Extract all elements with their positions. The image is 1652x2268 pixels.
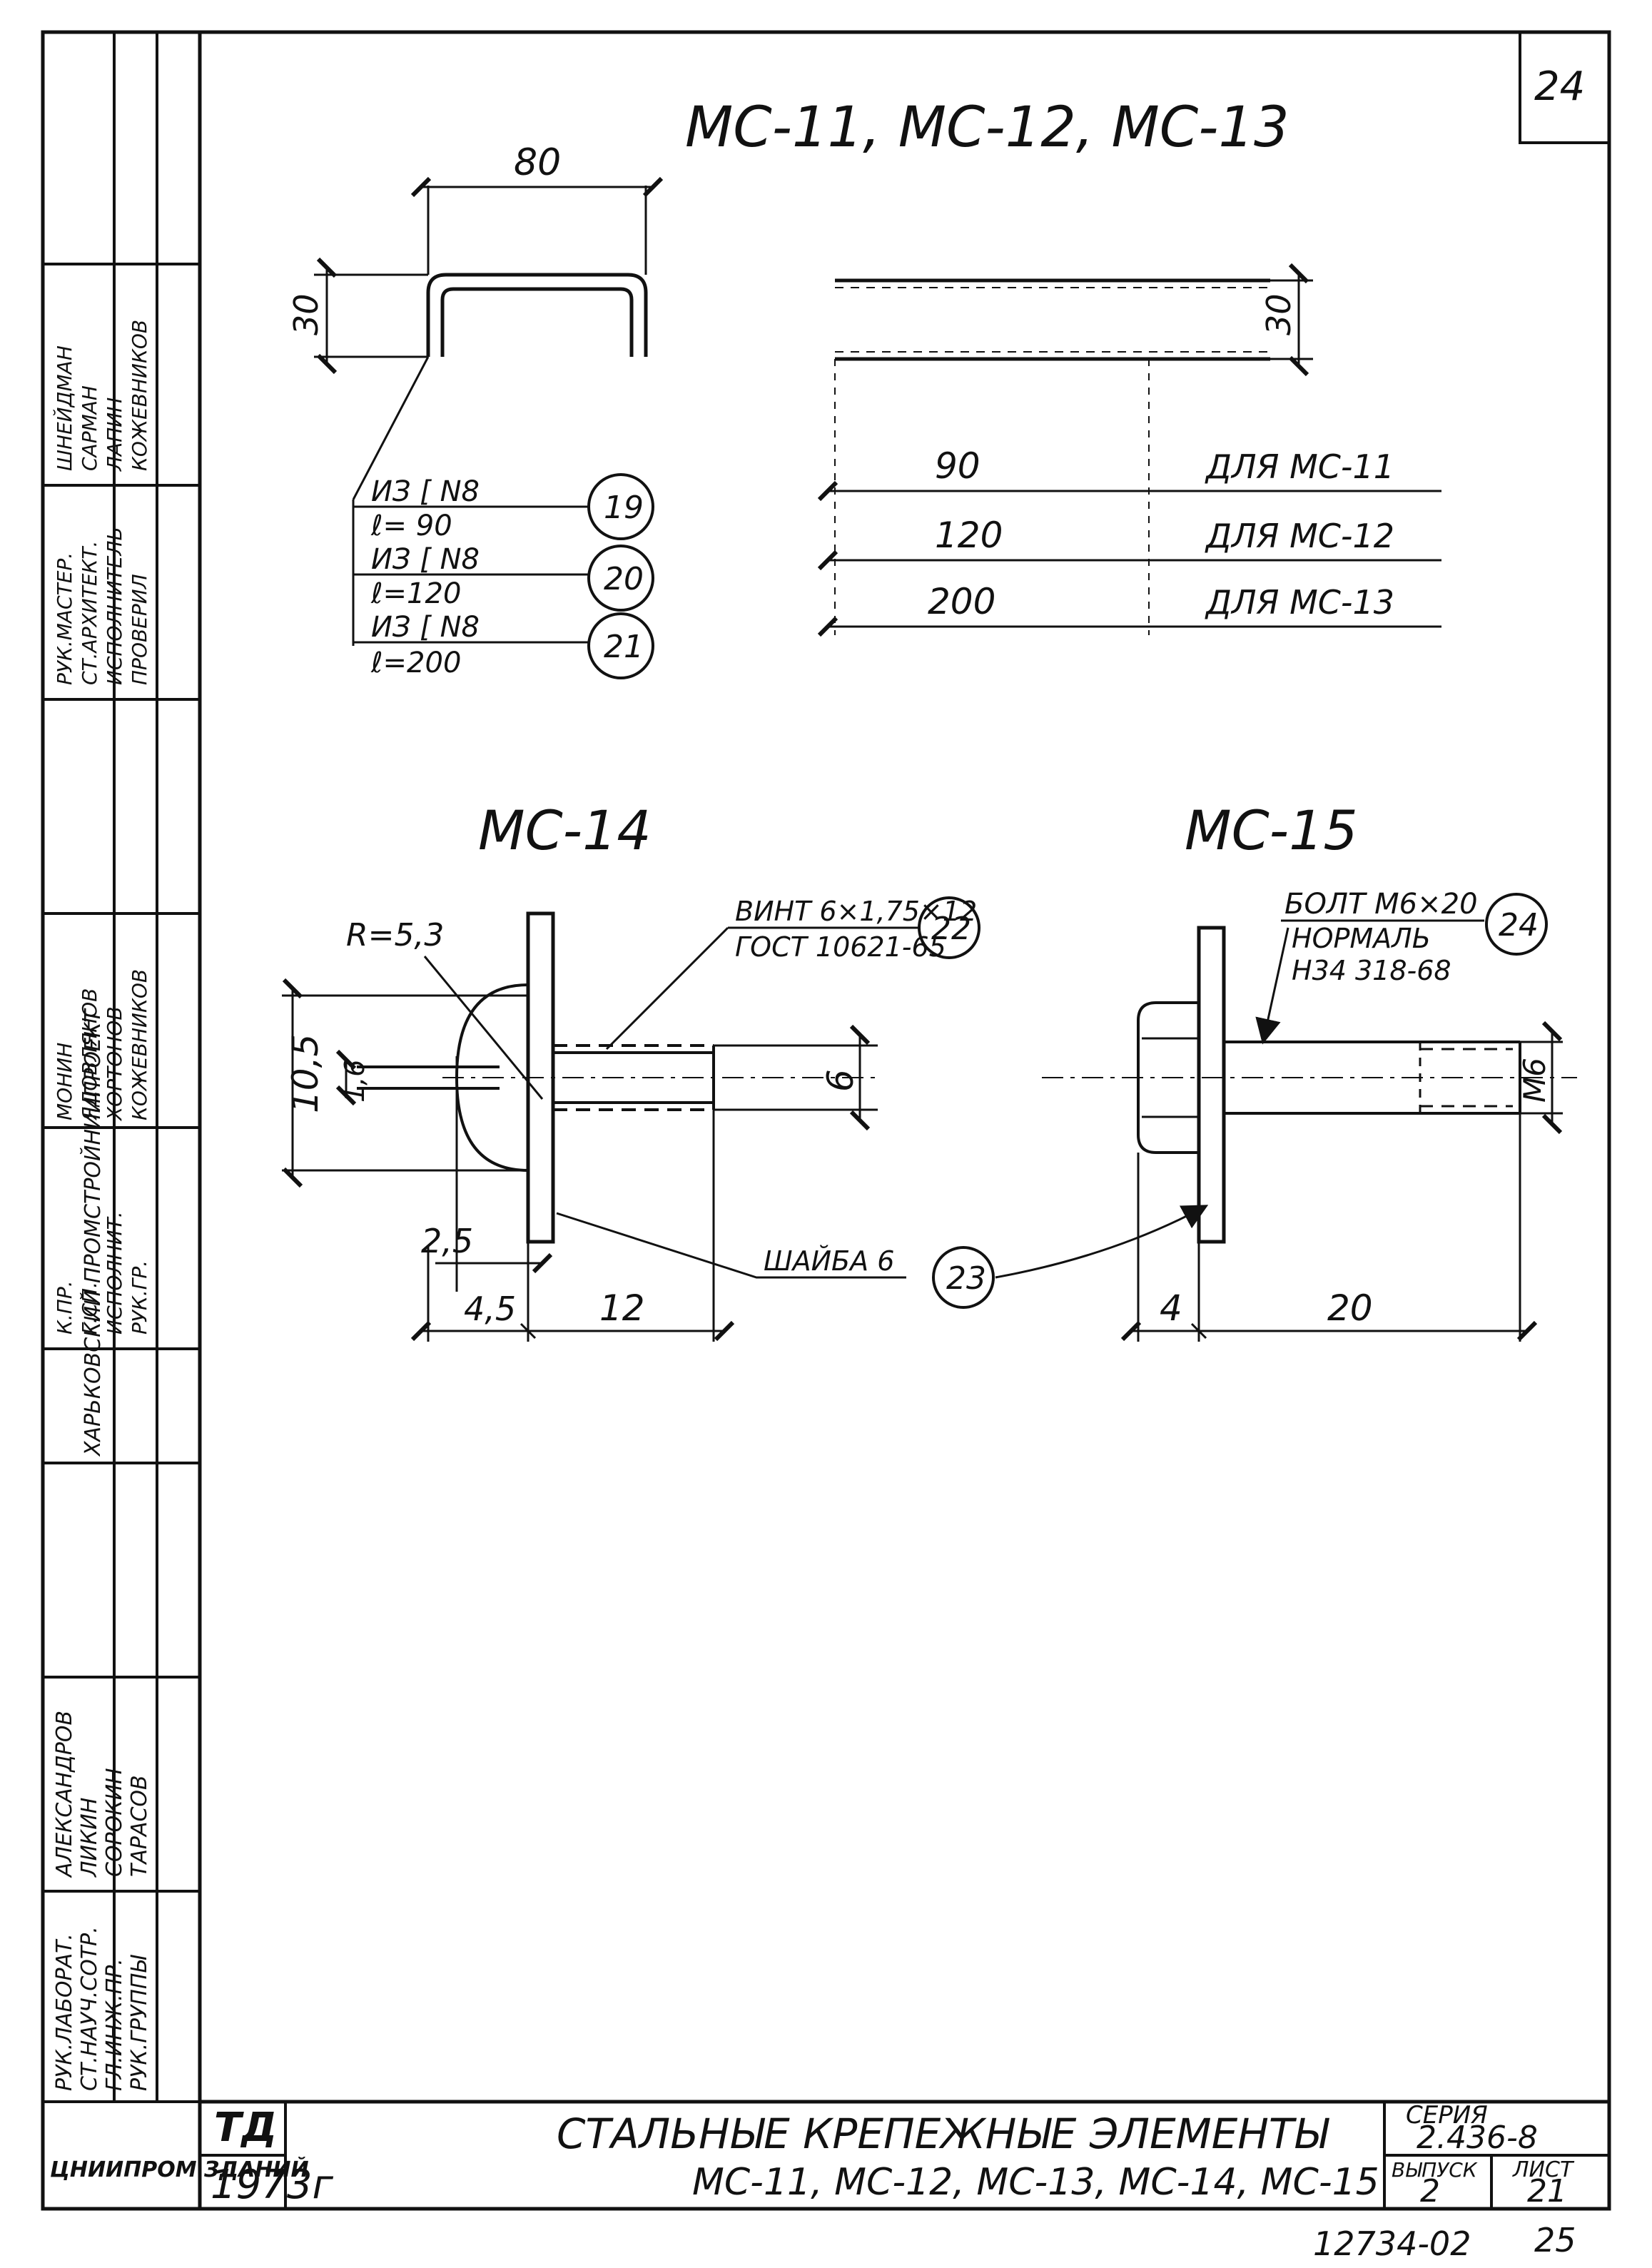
- issue-value: 2: [1420, 2173, 1440, 2209]
- mc14-dim-12: 12: [599, 1287, 645, 1329]
- sheet-number: 24: [1534, 64, 1585, 110]
- series-label: СЕРИЯ: [1406, 2101, 1488, 2130]
- callout-2-num: 20: [604, 561, 644, 597]
- stamp-role-2: СТ.НАУЧ.СОТР.: [77, 1926, 102, 2091]
- stamp-role-1: РУК.ЛАБОРАТ.: [52, 1933, 77, 2091]
- org-code: ТД: [214, 2105, 277, 2151]
- callout-1-line2: ℓ= 90: [370, 510, 452, 542]
- washer-callout: ШАЙБА 6 23: [556, 1205, 1209, 1309]
- sheet-number-box: [1519, 31, 1611, 144]
- stamp-name-4: ТАРАСОВ: [127, 1775, 152, 1877]
- plan-row-3-length: 200: [928, 581, 995, 622]
- callout-group: ИЗ [ N8 ℓ= 90 ИЗ [ N8 ℓ=120 ИЗ [ N8 ℓ=20…: [352, 356, 654, 679]
- stamp-lower-name-1: МОНИН: [53, 1043, 76, 1120]
- channel-height-dim: 30: [287, 293, 325, 335]
- plan-row-2-length: 120: [935, 515, 1003, 556]
- outer-frame: [41, 30, 1611, 2211]
- mc15-bolt-label: БОЛТ М6×20: [1284, 888, 1478, 921]
- stamp-name-1: АЛЕКСАНДРОВ: [52, 1711, 77, 1878]
- stamp-mid-name-2: САРМАН: [78, 385, 101, 471]
- mc14-dim-4-5: 4,5: [464, 1290, 516, 1328]
- mc14-slot-dim: 1,6: [339, 1060, 370, 1103]
- stamp-mid-name-4: КОЖЕВНИКОВ: [128, 320, 151, 471]
- plan-row-1-label: ДЛЯ МС-11: [1205, 447, 1394, 486]
- mc15-bolt-std2: Н34 318-68: [1292, 955, 1451, 986]
- washer-label: ШАЙБА 6: [764, 1245, 894, 1277]
- issue-label: ВЫПУСК: [1392, 2158, 1478, 2182]
- stamp-role-4: РУК.ГРУППЫ: [127, 1955, 152, 2091]
- stamp-lower-name-3: ХОРТОНОВ: [103, 1006, 126, 1122]
- drawing-title-line2: МС-11, МС-12, МС-13, МС-14, МС-15: [692, 2161, 1379, 2204]
- mc15-diameter-dim: М6: [1517, 1058, 1552, 1103]
- side-stamp: РУК.ЛАБОРАТ. СТ.НАУЧ.СОТР. ГЛ.ИНЖ.ПР. РУ…: [43, 263, 200, 2103]
- sheet-value: 21: [1527, 2173, 1567, 2209]
- stamp-lower-role-2: Г.СП.: [78, 1282, 101, 1335]
- stamp-role-3: ГЛ.ИНЖ.ПР.: [102, 1958, 127, 2091]
- mc15-dim-20: 20: [1327, 1287, 1373, 1329]
- callout-3-num: 21: [604, 629, 644, 665]
- mc14-title: МС-14: [478, 799, 652, 862]
- drawing-title-line1: СТАЛЬНЫЕ КРЕПЕЖНЫЕ ЭЛЕМЕНТЫ: [557, 2110, 1329, 2158]
- footer-page: 25: [1534, 2221, 1576, 2259]
- stamp-name-3: СОРОКИН: [102, 1768, 127, 1877]
- stamp-lower-name-4: КОЖЕВНИКОВ: [128, 969, 151, 1120]
- washer-num: 23: [946, 1260, 986, 1297]
- title-block: ТД 1973г ЦНИИПРОМ ЗДАНИЙ СТАЛЬНЫЕ КРЕПЕЖ…: [50, 2100, 1609, 2209]
- plan-row-3-label: ДЛЯ МС-13: [1205, 583, 1394, 622]
- callout-2-line2: ℓ=120: [370, 577, 461, 610]
- stamp-mid-role-2: СТ.АРХИТЕКТ.: [78, 541, 101, 685]
- mc15-bolt-std1: НОРМАЛЬ: [1292, 923, 1431, 954]
- top-title: МС-11, МС-12, МС-13: [685, 96, 1289, 160]
- sheet-label: ЛИСТ: [1512, 2157, 1575, 2182]
- stamp-lower-name-2: ЯДОВЛЯНОВ: [78, 988, 101, 1121]
- mc14-diameter-dim: 6: [820, 1069, 861, 1092]
- mc15-bolt-num: 24: [1499, 907, 1539, 943]
- mc15-dim-4: 4: [1160, 1287, 1182, 1329]
- stamp-lower-role-3: ИСПОЛНИТ.: [103, 1211, 126, 1335]
- mc14-dim-2-5: 2,5: [421, 1222, 473, 1260]
- stamp-mid-role-1: РУК.МАСТЕР.: [53, 552, 76, 685]
- plan-row-2-label: ДЛЯ МС-12: [1205, 517, 1394, 555]
- stamp-mid-role-3: ИСПОЛНИТЕЛЬ: [103, 527, 126, 685]
- stamp-mid-role-4: ПРОВЕРИЛ: [128, 574, 151, 685]
- plan-height-dim: 30: [1260, 293, 1298, 335]
- mc14-head-dim: 10,5: [285, 1034, 326, 1113]
- footer-code: 12734-02: [1313, 2224, 1471, 2263]
- mc14-screw-std: ГОСТ 10621-65: [735, 931, 946, 963]
- mc14-detail: МС-14 R=5,3 ВИНТ 6×1,75×12 ГОСТ 10621-65…: [282, 799, 980, 1342]
- mc15-title: МС-15: [1185, 799, 1358, 862]
- stamp-org: ХАРЬКОВСКИЙ ПРОМСТРОЙНИИПРОЕКТ: [80, 1008, 106, 1457]
- stamp-name-2: ЛИКИН: [77, 1798, 102, 1878]
- stamp-lower-role-1: К.ПР.: [53, 1280, 76, 1335]
- series-value: 2.436-8: [1417, 2120, 1538, 2156]
- channel-section: 80 30: [287, 141, 664, 375]
- callout-2-line1: ИЗ [ N8: [371, 543, 480, 576]
- stamp-lower-role-4: РУК.ГР.: [128, 1260, 151, 1335]
- mc15-detail: МС-15 БОЛТ М6×20 НОРМАЛЬ Н34 318-68 24 М…: [1042, 799, 1577, 1342]
- callout-3-line2: ℓ=200: [370, 647, 461, 679]
- stamp-mid-name-1: ШНЕЙДМАН: [52, 345, 76, 471]
- stamp-mid-name-3: ЛАПИН: [103, 398, 126, 472]
- mc14-screw-num: 22: [931, 911, 971, 947]
- org-name: ЦНИИПРОМ ЗДАНИЙ: [50, 2157, 309, 2182]
- year: 1973г: [211, 2162, 334, 2208]
- callout-1-num: 19: [604, 490, 644, 526]
- channel-width-dim: 80: [514, 141, 561, 184]
- plan-view: 30 90 120 200 ДЛЯ МС-11 ДЛЯ МС-12 ДЛЯ МС…: [817, 263, 1441, 637]
- plan-row-1-length: 90: [935, 445, 980, 487]
- callout-1-line1: ИЗ [ N8: [371, 475, 480, 508]
- mc14-radius: R=5,3: [346, 917, 444, 953]
- callout-3-line1: ИЗ [ N8: [371, 611, 480, 644]
